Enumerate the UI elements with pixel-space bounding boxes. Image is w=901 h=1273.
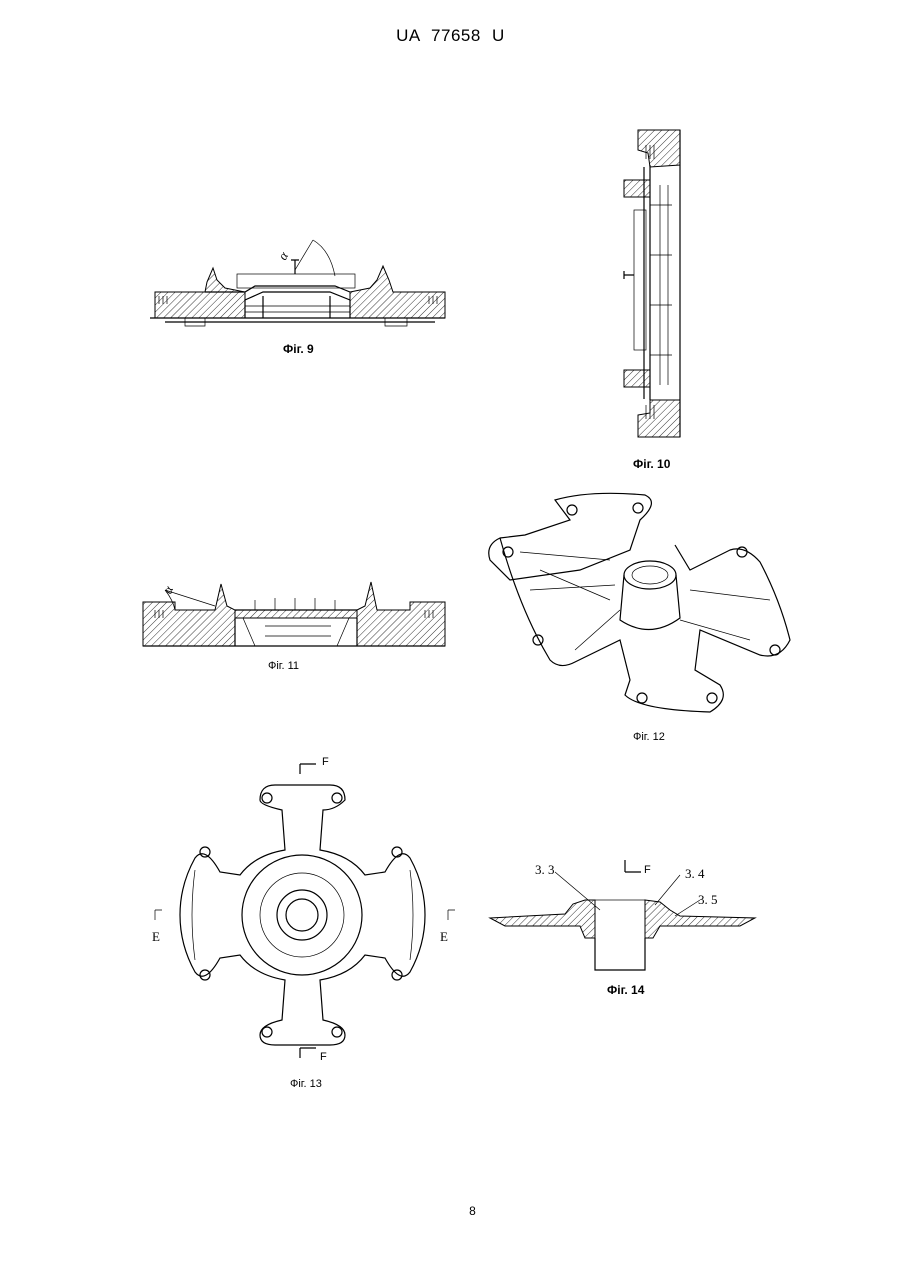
figure-14-drawing	[485, 860, 760, 975]
figure-11-drawing	[135, 570, 450, 650]
fig14-label-3-4: 3. 4	[685, 866, 705, 882]
document-header: UA 77658 U	[0, 26, 901, 46]
fig10-caption: Фіг. 10	[633, 457, 670, 471]
fig13-section-left: E	[152, 929, 160, 945]
section-marks-fig13	[150, 760, 460, 1070]
figure-12-drawing	[480, 490, 810, 725]
fig13-section-bottom: F	[320, 1051, 327, 1063]
fig13-caption: Фіг. 13	[290, 1078, 322, 1090]
fig13-section-top: F	[322, 756, 329, 768]
fig14-section-mark: F	[644, 864, 651, 876]
figure-10-drawing	[610, 125, 690, 440]
fig13-section-right: E	[440, 929, 448, 945]
page-number: 8	[0, 1204, 901, 1218]
fig14-caption: Фіг. 14	[607, 983, 644, 997]
fig9-caption: Фіг. 9	[283, 342, 314, 356]
fig11-caption: Фіг. 11	[268, 660, 299, 672]
fig14-label-3-3: 3. 3	[535, 862, 555, 878]
fig14-label-3-5: 3. 5	[698, 892, 718, 908]
figure-9-drawing	[145, 230, 450, 340]
fig12-caption: Фіг. 12	[633, 731, 665, 743]
